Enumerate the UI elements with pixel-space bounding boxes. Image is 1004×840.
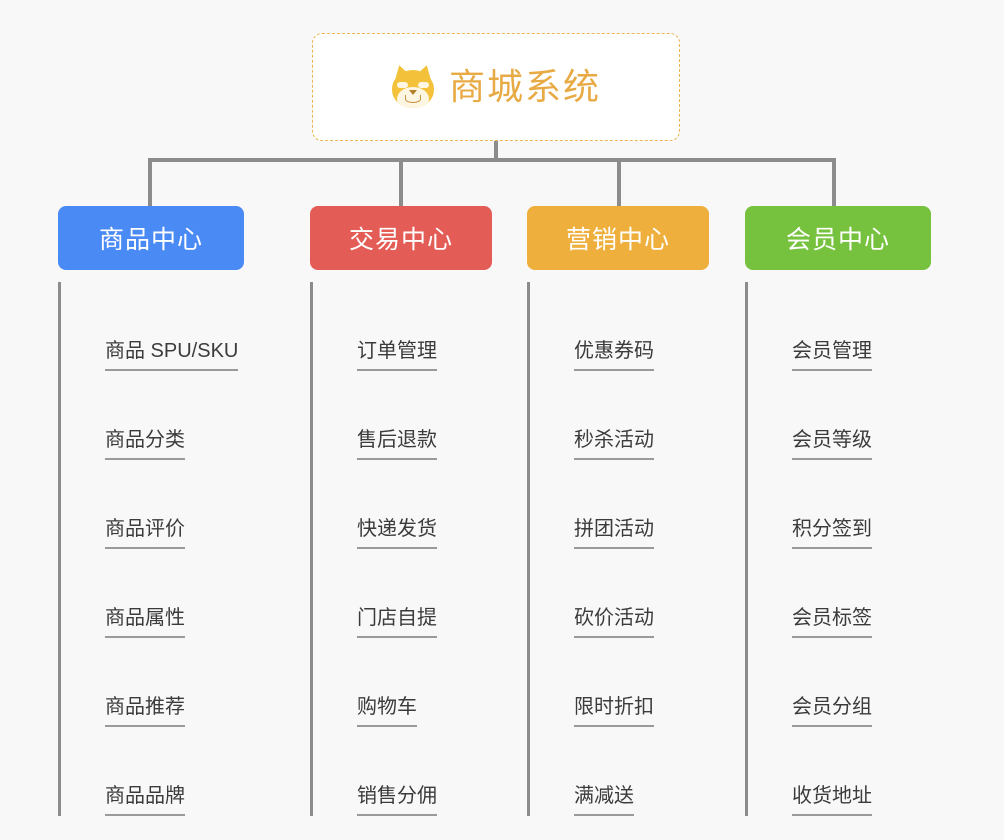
list-item[interactable]: 门店自提 [327, 549, 492, 638]
leaf-list-0: 商品 SPU/SKU 商品分类 商品评价 商品属性 商品推荐 商品品牌 [58, 282, 244, 816]
leaf-label: 会员管理 [792, 339, 872, 371]
list-item[interactable]: 优惠券码 [544, 282, 709, 371]
category-label-1: 交易中心 [348, 226, 453, 254]
list-item[interactable]: 秒杀活动 [544, 371, 709, 460]
list-item[interactable]: 限时折扣 [544, 638, 709, 727]
leaf-label: 拼团活动 [574, 517, 654, 549]
list-item[interactable]: 购物车 [327, 638, 492, 727]
list-item[interactable]: 会员标签 [762, 549, 931, 638]
leaf-label: 商品属性 [105, 606, 185, 638]
leaf-label: 商品 SPU/SKU [105, 339, 239, 371]
list-item[interactable]: 满减送 [544, 727, 709, 816]
connector-horizontal-bus [148, 158, 836, 162]
list-item[interactable]: 商品品牌 [75, 727, 244, 816]
leaf-label: 秒杀活动 [574, 428, 654, 460]
category-header-2[interactable]: 营销中心 [527, 206, 709, 270]
leaf-label: 商品推荐 [105, 695, 185, 727]
list-item[interactable]: 商品分类 [75, 371, 244, 460]
leaf-label: 快递发货 [357, 517, 437, 549]
leaf-label: 订单管理 [357, 339, 437, 371]
leaf-label: 销售分佣 [357, 784, 437, 816]
list-item[interactable]: 商品 SPU/SKU [75, 282, 244, 371]
list-item[interactable]: 收货地址 [762, 727, 931, 816]
connector-drop-0 [148, 158, 152, 206]
category-column-1: 交易中心 订单管理 售后退款 快递发货 门店自提 购物车 销售分佣 [310, 206, 492, 816]
list-item[interactable]: 拼团活动 [544, 460, 709, 549]
list-item[interactable]: 会员分组 [762, 638, 931, 727]
list-item[interactable]: 会员等级 [762, 371, 931, 460]
leaf-label: 会员分组 [792, 695, 872, 727]
list-item[interactable]: 商品推荐 [75, 638, 244, 727]
category-header-0[interactable]: 商品中心 [58, 206, 244, 270]
category-label-2: 营销中心 [565, 226, 670, 254]
connector-drop-3 [832, 158, 836, 206]
leaf-label: 限时折扣 [574, 695, 654, 727]
connector-drop-2 [617, 158, 621, 206]
list-item[interactable]: 会员管理 [762, 282, 931, 371]
leaf-label: 商品品牌 [105, 784, 185, 816]
list-item[interactable]: 快递发货 [327, 460, 492, 549]
connector-drop-1 [399, 158, 403, 206]
leaf-label: 满减送 [574, 784, 634, 816]
leaf-label: 会员等级 [792, 428, 872, 460]
leaf-label: 砍价活动 [574, 606, 654, 638]
leaf-label: 商品分类 [105, 428, 185, 460]
category-column-3: 会员中心 会员管理 会员等级 积分签到 会员标签 会员分组 收货地址 [745, 206, 931, 816]
category-label-0: 商品中心 [98, 226, 203, 254]
leaf-list-2: 优惠券码 秒杀活动 拼团活动 砍价活动 限时折扣 满减送 [527, 282, 709, 816]
root-node[interactable]: 商城系统 [312, 33, 680, 141]
leaf-label: 会员标签 [792, 606, 872, 638]
leaf-label: 售后退款 [357, 428, 437, 460]
list-item[interactable]: 积分签到 [762, 460, 931, 549]
root-title: 商城系统 [448, 66, 601, 107]
list-item[interactable]: 订单管理 [327, 282, 492, 371]
leaf-label: 优惠券码 [574, 339, 654, 371]
category-header-3[interactable]: 会员中心 [745, 206, 931, 270]
leaf-list-3: 会员管理 会员等级 积分签到 会员标签 会员分组 收货地址 [745, 282, 931, 816]
category-label-3: 会员中心 [785, 226, 890, 254]
list-item[interactable]: 商品评价 [75, 460, 244, 549]
leaf-label: 购物车 [357, 695, 417, 727]
category-column-0: 商品中心 商品 SPU/SKU 商品分类 商品评价 商品属性 商品推荐 商品品牌 [58, 206, 244, 816]
leaf-label: 收货地址 [792, 784, 872, 816]
connector-root-stem [494, 141, 498, 161]
leaf-label: 商品评价 [105, 517, 185, 549]
shiba-inu-dog-face-icon [391, 63, 435, 109]
leaf-label: 积分签到 [792, 517, 872, 549]
list-item[interactable]: 销售分佣 [327, 727, 492, 816]
leaf-label: 门店自提 [357, 606, 437, 638]
category-header-1[interactable]: 交易中心 [310, 206, 492, 270]
category-column-2: 营销中心 优惠券码 秒杀活动 拼团活动 砍价活动 限时折扣 满减送 [527, 206, 709, 816]
list-item[interactable]: 砍价活动 [544, 549, 709, 638]
list-item[interactable]: 商品属性 [75, 549, 244, 638]
list-item[interactable]: 售后退款 [327, 371, 492, 460]
leaf-list-1: 订单管理 售后退款 快递发货 门店自提 购物车 销售分佣 [310, 282, 492, 816]
